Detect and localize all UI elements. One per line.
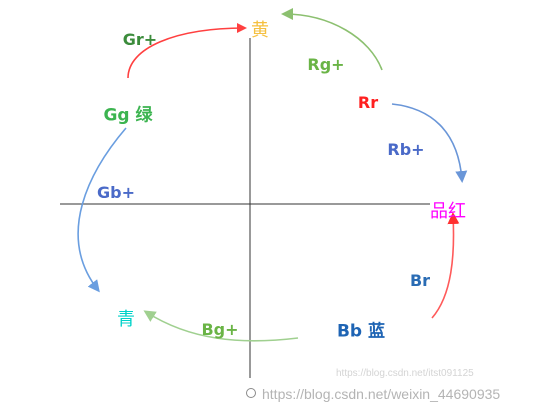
rb-plus-label: Rb+: [387, 140, 425, 159]
cyan-node-label: 青: [117, 309, 135, 330]
red-node-label: Rr: [357, 93, 379, 112]
arrow-blue-to-cyan: [143, 310, 299, 342]
blue-node-label: Bb 蓝: [336, 321, 386, 342]
gb-plus-label: Gb+: [97, 183, 135, 202]
yellow-node-label: 黄: [251, 20, 269, 41]
arrow-red-to-yellow: [281, 8, 383, 71]
rg-plus-label: Rg+: [307, 55, 345, 74]
gr-plus-label: Gr+: [122, 30, 158, 49]
arrow-red-to-magenta: [391, 103, 468, 183]
magenta-node-label: 品红: [430, 201, 466, 222]
green-node-label: Gg 绿: [103, 105, 153, 126]
arrow-green-to-cyan: [77, 127, 127, 293]
br-label: Br: [409, 271, 431, 290]
watermark-logo: [246, 388, 256, 398]
watermark-faint: https://blog.csdn.net/itst091125: [336, 368, 474, 379]
arrow-green-to-yellow: [127, 23, 247, 79]
bg-plus-label: Bg+: [201, 320, 239, 339]
watermark-url: https://blog.csdn.net/weixin_44690935: [262, 386, 501, 402]
arrow-blue-to-magenta: [431, 212, 460, 319]
